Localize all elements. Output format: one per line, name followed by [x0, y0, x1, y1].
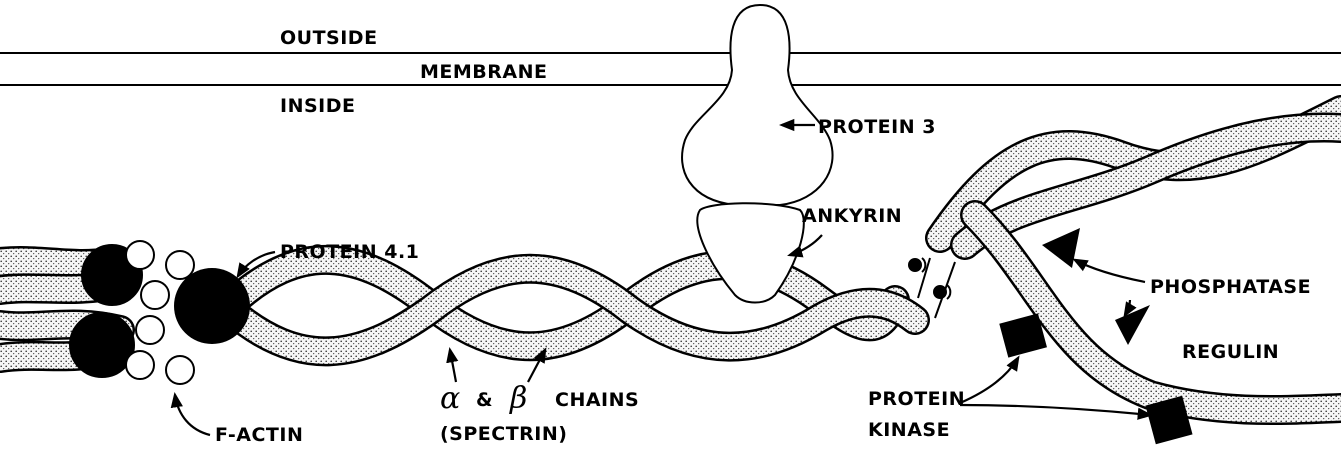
label-protein-4-1: PROTEIN 4.1	[280, 241, 419, 263]
label-f-actin: F-ACTIN	[215, 424, 303, 446]
protein-4-1-disc	[174, 268, 250, 344]
label-inside: INSIDE	[280, 95, 355, 117]
arrow-kinase-lower	[960, 405, 1150, 415]
arrow-kinase-upper	[960, 358, 1018, 403]
label-ankyrin: ANKYRIN	[802, 205, 902, 227]
arrow-phosphatase-top	[1075, 260, 1145, 282]
label-outside: OUTSIDE	[280, 27, 378, 49]
label-chains: CHAINS	[555, 389, 639, 411]
label-protein-3: PROTEIN 3	[818, 116, 936, 138]
label-spectrin: (SPECTRIN)	[440, 423, 567, 445]
label-beta: β	[509, 381, 528, 416]
arrow-phosphatase-bottom	[1125, 300, 1130, 315]
label-regulin: REGULIN	[1182, 341, 1279, 363]
label-phosphatase: PHOSPHATASE	[1150, 276, 1311, 298]
protein-3-shape	[682, 5, 833, 205]
phosphatase-triangle-top	[1042, 228, 1080, 268]
label-membrane: MEMBRANE	[420, 61, 548, 83]
label-protein-kinase-2: KINASE	[868, 419, 950, 441]
label-alpha: α	[440, 381, 461, 416]
arrow-f-actin	[175, 395, 210, 435]
label-protein-kinase-1: PROTEIN	[868, 388, 965, 410]
label-amp: &	[476, 389, 493, 411]
spectrin-helix	[230, 260, 915, 351]
right-spectrin-strands	[940, 110, 1341, 410]
arrow-alpha-chain	[450, 350, 456, 382]
phosphatase-triangle-bottom	[1115, 305, 1150, 345]
